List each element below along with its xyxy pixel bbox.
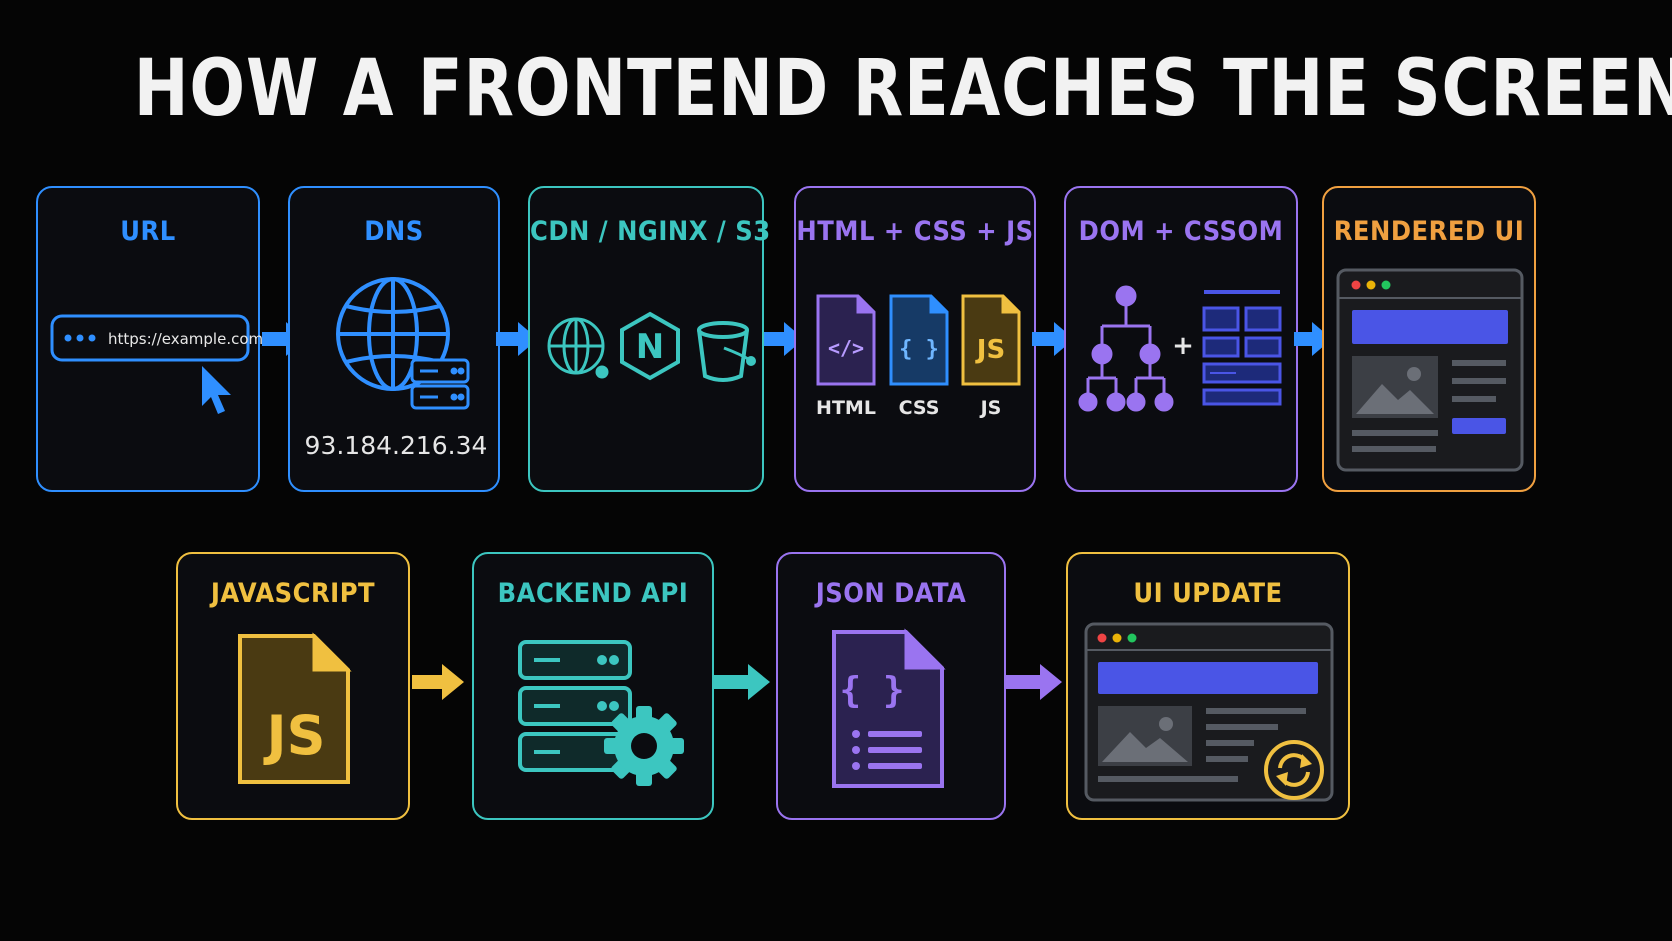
card-json-data: JSON DATA { } <box>776 552 1006 820</box>
card-rendered-ui-label: RENDERED UI <box>1333 216 1525 247</box>
gear-icon <box>604 706 684 786</box>
arrow-icon <box>496 322 538 356</box>
nginx-icon: N <box>620 311 680 381</box>
browser-window-icon <box>1336 268 1524 472</box>
arrow-icon <box>1006 664 1062 700</box>
dom-tree-icon <box>1078 285 1174 412</box>
svg-text:{ }: { } <box>899 337 939 362</box>
svg-text:N: N <box>636 327 664 367</box>
html-caption: HTML <box>816 397 876 419</box>
arrow-icon <box>412 664 464 700</box>
card-url-label: URL <box>120 216 176 247</box>
card-backend-api-label: BACKEND API <box>497 578 689 609</box>
card-files-label: HTML + CSS + JS <box>796 216 1034 247</box>
card-cdn: CDN / NGINX / S3 N <box>528 186 771 492</box>
card-backend-api: BACKEND API <box>472 552 714 820</box>
card-json-data-label: JSON DATA <box>815 578 967 609</box>
server-icon <box>410 358 470 410</box>
svg-text:{ }: { } <box>839 670 904 711</box>
card-javascript-label: JAVASCRIPT <box>210 578 376 609</box>
cursor-icon <box>202 366 231 414</box>
cssom-grid-icon <box>1202 290 1282 406</box>
card-dom-label: DOM + CSSOM <box>1078 216 1284 247</box>
json-file-icon: { } <box>832 628 946 788</box>
js-caption: JS <box>979 397 1002 419</box>
arrow-icon <box>714 664 770 700</box>
browser-update-icon <box>1084 622 1334 802</box>
svg-text:</>: </> <box>828 336 864 360</box>
server-stack-icon <box>518 640 632 772</box>
card-files: HTML + CSS + JS </> { } JS HTML CSS JS <box>794 186 1036 492</box>
card-rendered-ui: RENDERED UI <box>1322 186 1536 492</box>
refresh-icon <box>1264 740 1324 800</box>
css-file-icon: { } <box>889 294 949 386</box>
url-text: https://example.com <box>108 330 262 348</box>
css-caption: CSS <box>899 397 940 419</box>
arrow-icon <box>1032 322 1074 356</box>
ip-address: 93.184.216.34 <box>305 431 488 460</box>
plus-sign: + <box>1172 331 1194 361</box>
svg-text:JS: JS <box>263 704 326 767</box>
js-file-icon: JS <box>961 294 1021 386</box>
card-ui-update: UI UPDATE <box>1066 552 1350 820</box>
s3-bucket-icon <box>697 321 756 382</box>
card-ui-update-label: UI UPDATE <box>1133 578 1283 609</box>
card-url: URL https://example.com <box>36 186 262 492</box>
card-javascript: JAVASCRIPT JS <box>176 552 410 820</box>
arrow-icon <box>1294 322 1332 356</box>
url-bar-illustration: https://example.com <box>50 314 262 414</box>
svg-text:JS: JS <box>975 335 1005 365</box>
card-dns: DNS 93.184.216.34 <box>288 186 500 492</box>
card-dom: DOM + CSSOM + <box>1064 186 1298 492</box>
card-dns-label: DNS <box>364 216 424 247</box>
cdn-globe-icon <box>547 317 609 379</box>
card-cdn-label: CDN / NGINX / S3 <box>530 216 771 247</box>
js-file-icon: JS <box>238 632 352 784</box>
html-file-icon: </> <box>816 294 876 386</box>
page-title: HOW A FRONTEND REACHES THE SCREEN <box>133 44 1672 134</box>
